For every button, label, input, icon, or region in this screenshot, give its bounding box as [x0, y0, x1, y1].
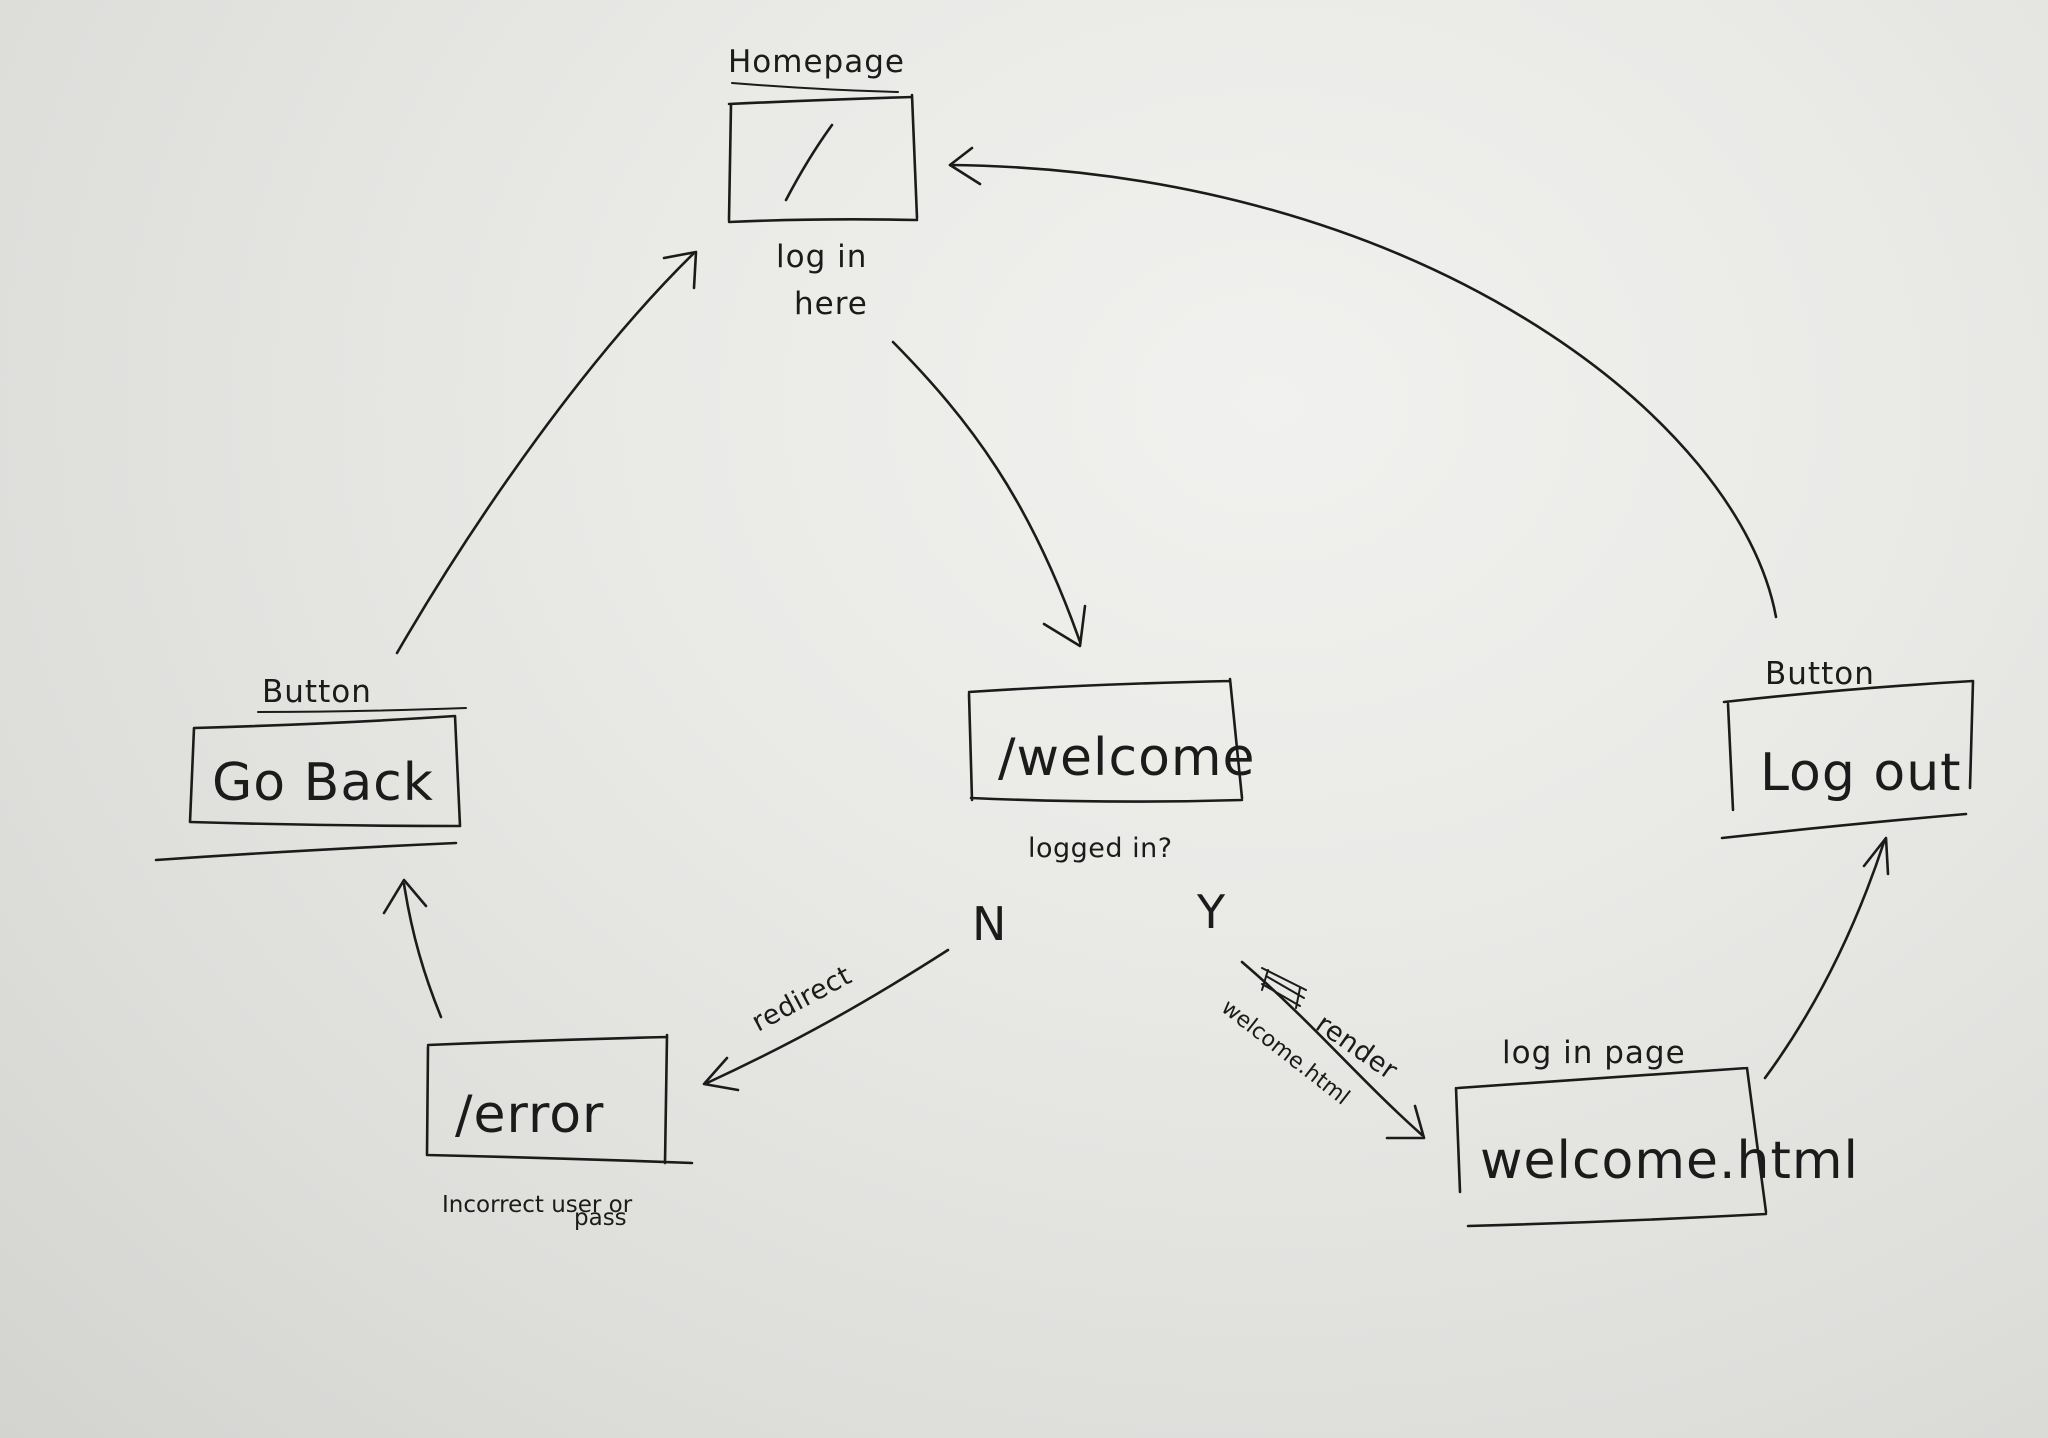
go-back-button-box [188, 714, 462, 828]
homepage-note-line-1: log in [776, 239, 867, 275]
error-box [425, 1033, 694, 1165]
arrow-log-out-to-homepage [948, 163, 1778, 619]
arrow-go-back-to-homepage [395, 251, 696, 655]
welcome-html-box [1454, 1066, 1768, 1228]
error-node: /error Incorrect user or pass [425, 1033, 694, 1231]
log-out-button-box [1720, 679, 1975, 840]
homepage-slash-icon [784, 123, 834, 202]
arrow-welcome-html-to-log-out [1763, 840, 1886, 1080]
arrow-welcome-to-welcome-html [1240, 960, 1424, 1137]
welcome-html-title: log in page [1502, 1035, 1686, 1071]
edge-error-to-go-back [382, 878, 443, 1019]
go-back-node: Button Go Back [154, 674, 467, 862]
error-note-line-2: pass [574, 1205, 627, 1231]
homepage-note-line-2: here [794, 286, 868, 322]
arrowhead-welcome-html [1385, 1104, 1426, 1140]
edge-yes-label: Y [1196, 885, 1226, 939]
error-note-line-1: Incorrect user or [442, 1192, 633, 1218]
homepage-node: Homepage log in here [727, 44, 919, 322]
error-box-label: /error [455, 1085, 604, 1145]
edge-homepage-to-welcome [891, 340, 1087, 648]
edge-welcome-html-to-log-out [1763, 836, 1890, 1080]
go-back-title-underline [257, 707, 467, 713]
homepage-box [727, 93, 919, 224]
arrowhead-homepage-left [662, 250, 698, 290]
edge-log-out-to-homepage [948, 146, 1778, 619]
welcome-html-box-label: welcome.html [1480, 1131, 1859, 1191]
arrowhead-go-back [382, 878, 428, 915]
edge-redirect-label: redirect [747, 960, 857, 1038]
welcome-node: /welcome logged in? [967, 677, 1256, 864]
go-back-title: Button [262, 674, 372, 710]
log-out-node: Button Log out [1720, 656, 1975, 840]
edge-welcome-to-error: N redirect [702, 897, 1006, 1092]
welcome-box [967, 677, 1244, 803]
arrowhead-error [702, 1056, 740, 1092]
welcome-html-node: log in page welcome.html [1454, 1035, 1859, 1228]
welcome-box-label: /welcome [998, 728, 1256, 788]
edge-no-label: N [972, 897, 1006, 951]
edge-go-back-to-homepage [395, 250, 698, 655]
arrow-welcome-to-error [705, 948, 950, 1085]
arrowhead-homepage-right [948, 146, 982, 186]
welcome-note: logged in? [1028, 833, 1173, 864]
arrow-error-to-go-back [402, 882, 443, 1019]
log-out-button-label: Log out [1760, 743, 1962, 803]
homepage-title: Homepage [728, 44, 905, 80]
arrowhead-log-out [1862, 836, 1890, 876]
scribble-crossout [1261, 967, 1307, 1009]
arrow-homepage-to-welcome [891, 340, 1082, 644]
homepage-title-underline [731, 82, 899, 93]
go-back-underline [154, 841, 458, 862]
edge-welcome-to-welcome-html: Y render welcome.html [1196, 885, 1426, 1140]
go-back-button-label: Go Back [212, 753, 434, 813]
arrowhead-welcome [1042, 604, 1087, 648]
log-out-title: Button [1765, 656, 1875, 692]
